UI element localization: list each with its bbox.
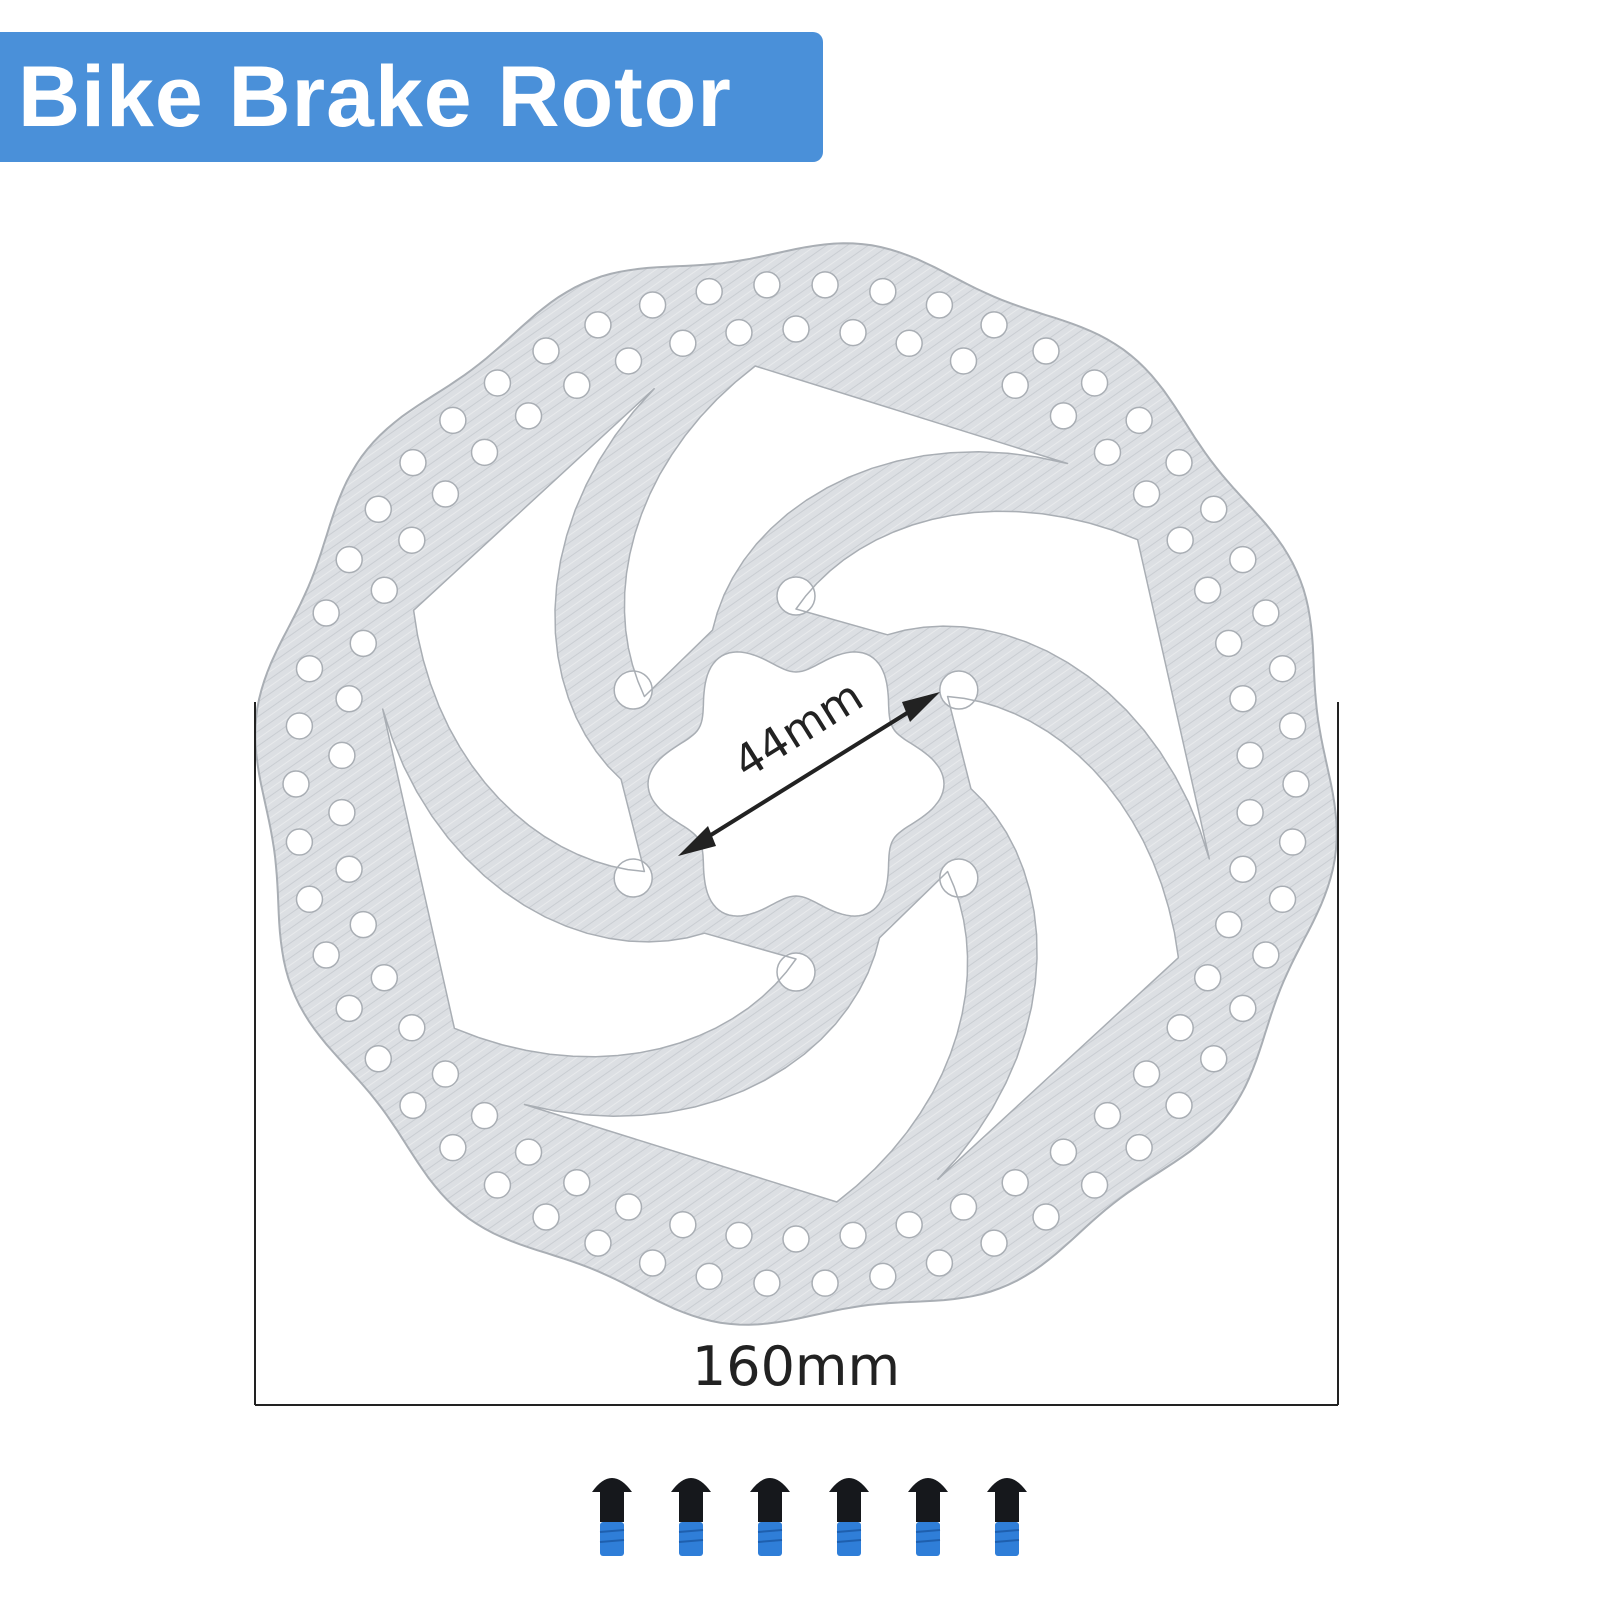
- bolt-icon: [908, 1478, 948, 1556]
- outer-diameter-dimension: 160mm: [254, 702, 1339, 1406]
- bolt-icon: [829, 1478, 869, 1556]
- bolt-icon: [592, 1478, 632, 1556]
- bolt-set: [592, 1478, 1027, 1556]
- title-banner: Bike Brake Rotor: [0, 32, 823, 162]
- bolt-icon: [987, 1478, 1027, 1556]
- page-title: Bike Brake Rotor: [18, 48, 732, 145]
- bolt-icon: [750, 1478, 790, 1556]
- bolt-icon: [671, 1478, 711, 1556]
- outer-diameter-label: 160mm: [692, 1335, 900, 1398]
